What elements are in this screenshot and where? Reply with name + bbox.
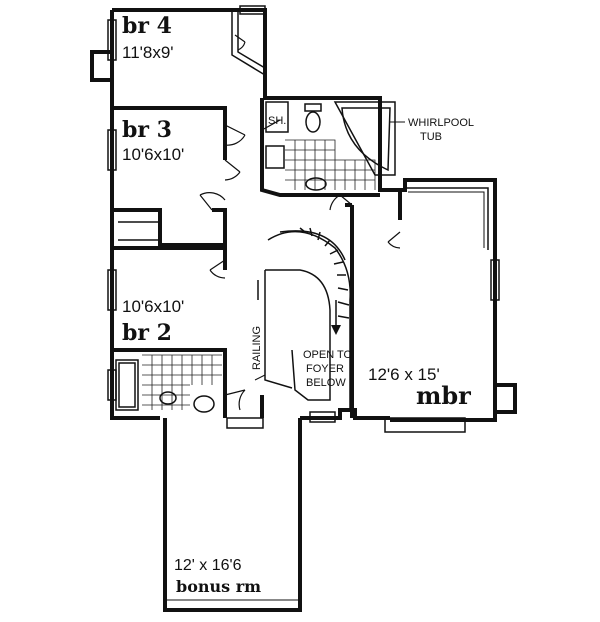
foyer-label: FOYER xyxy=(306,363,344,375)
mbr-dims: 12'6 x 15' xyxy=(368,365,440,384)
br2-dims: 10'6x10' xyxy=(122,297,184,316)
shower-stall xyxy=(265,101,289,133)
below-label: BELOW xyxy=(306,377,346,389)
interior-walls xyxy=(90,10,517,418)
staircase xyxy=(254,227,351,410)
br2-name: br 2 xyxy=(122,320,172,346)
whirlpool-label-2: TUB xyxy=(420,131,442,143)
br3-name: br 3 xyxy=(122,117,172,143)
br4-dims: 11'8x9' xyxy=(122,43,174,62)
shower-label: SH. xyxy=(268,115,286,127)
railing-label: RAILING xyxy=(251,326,263,370)
br4-name: br 4 xyxy=(122,13,172,39)
whirlpool-tub xyxy=(333,101,396,176)
doors xyxy=(199,34,401,411)
mbr-closet xyxy=(405,187,489,250)
bonus-name: bonus rm xyxy=(176,577,261,596)
toilet xyxy=(305,111,321,133)
mbr-name: mbr xyxy=(416,381,471,410)
bath1 xyxy=(265,101,405,191)
bath2 xyxy=(115,354,222,413)
whirlpool-label-1: WHIRLPOOL xyxy=(408,117,474,129)
br3-dims: 10'6x10' xyxy=(122,145,184,164)
bath1-tile-floor xyxy=(285,139,376,190)
windows xyxy=(107,5,500,433)
bath2-tile-floor xyxy=(142,354,222,410)
bathtub xyxy=(115,359,139,411)
open-to-label: OPEN TO xyxy=(303,349,353,361)
bonus-dims: 12' x 16'6 xyxy=(174,557,242,574)
